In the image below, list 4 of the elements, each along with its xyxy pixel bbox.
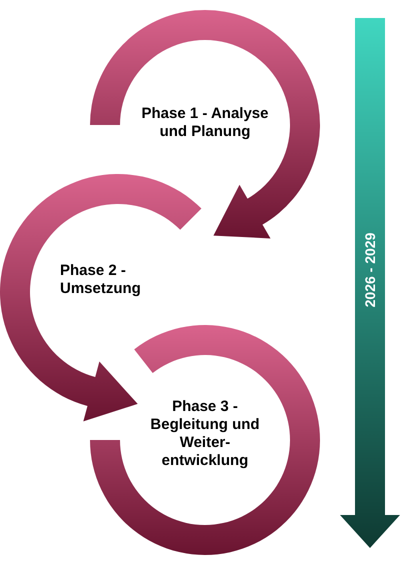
phase-label: Phase 3 - Begleitung und Weiter-entwicklung [149, 398, 261, 470]
phase-label: Phase 2 - Umsetzung [60, 262, 142, 298]
timeline-label: 2026 - 2029 [360, 232, 378, 308]
phase-label: Phase 1 - Analyse und Planung [140, 105, 270, 141]
